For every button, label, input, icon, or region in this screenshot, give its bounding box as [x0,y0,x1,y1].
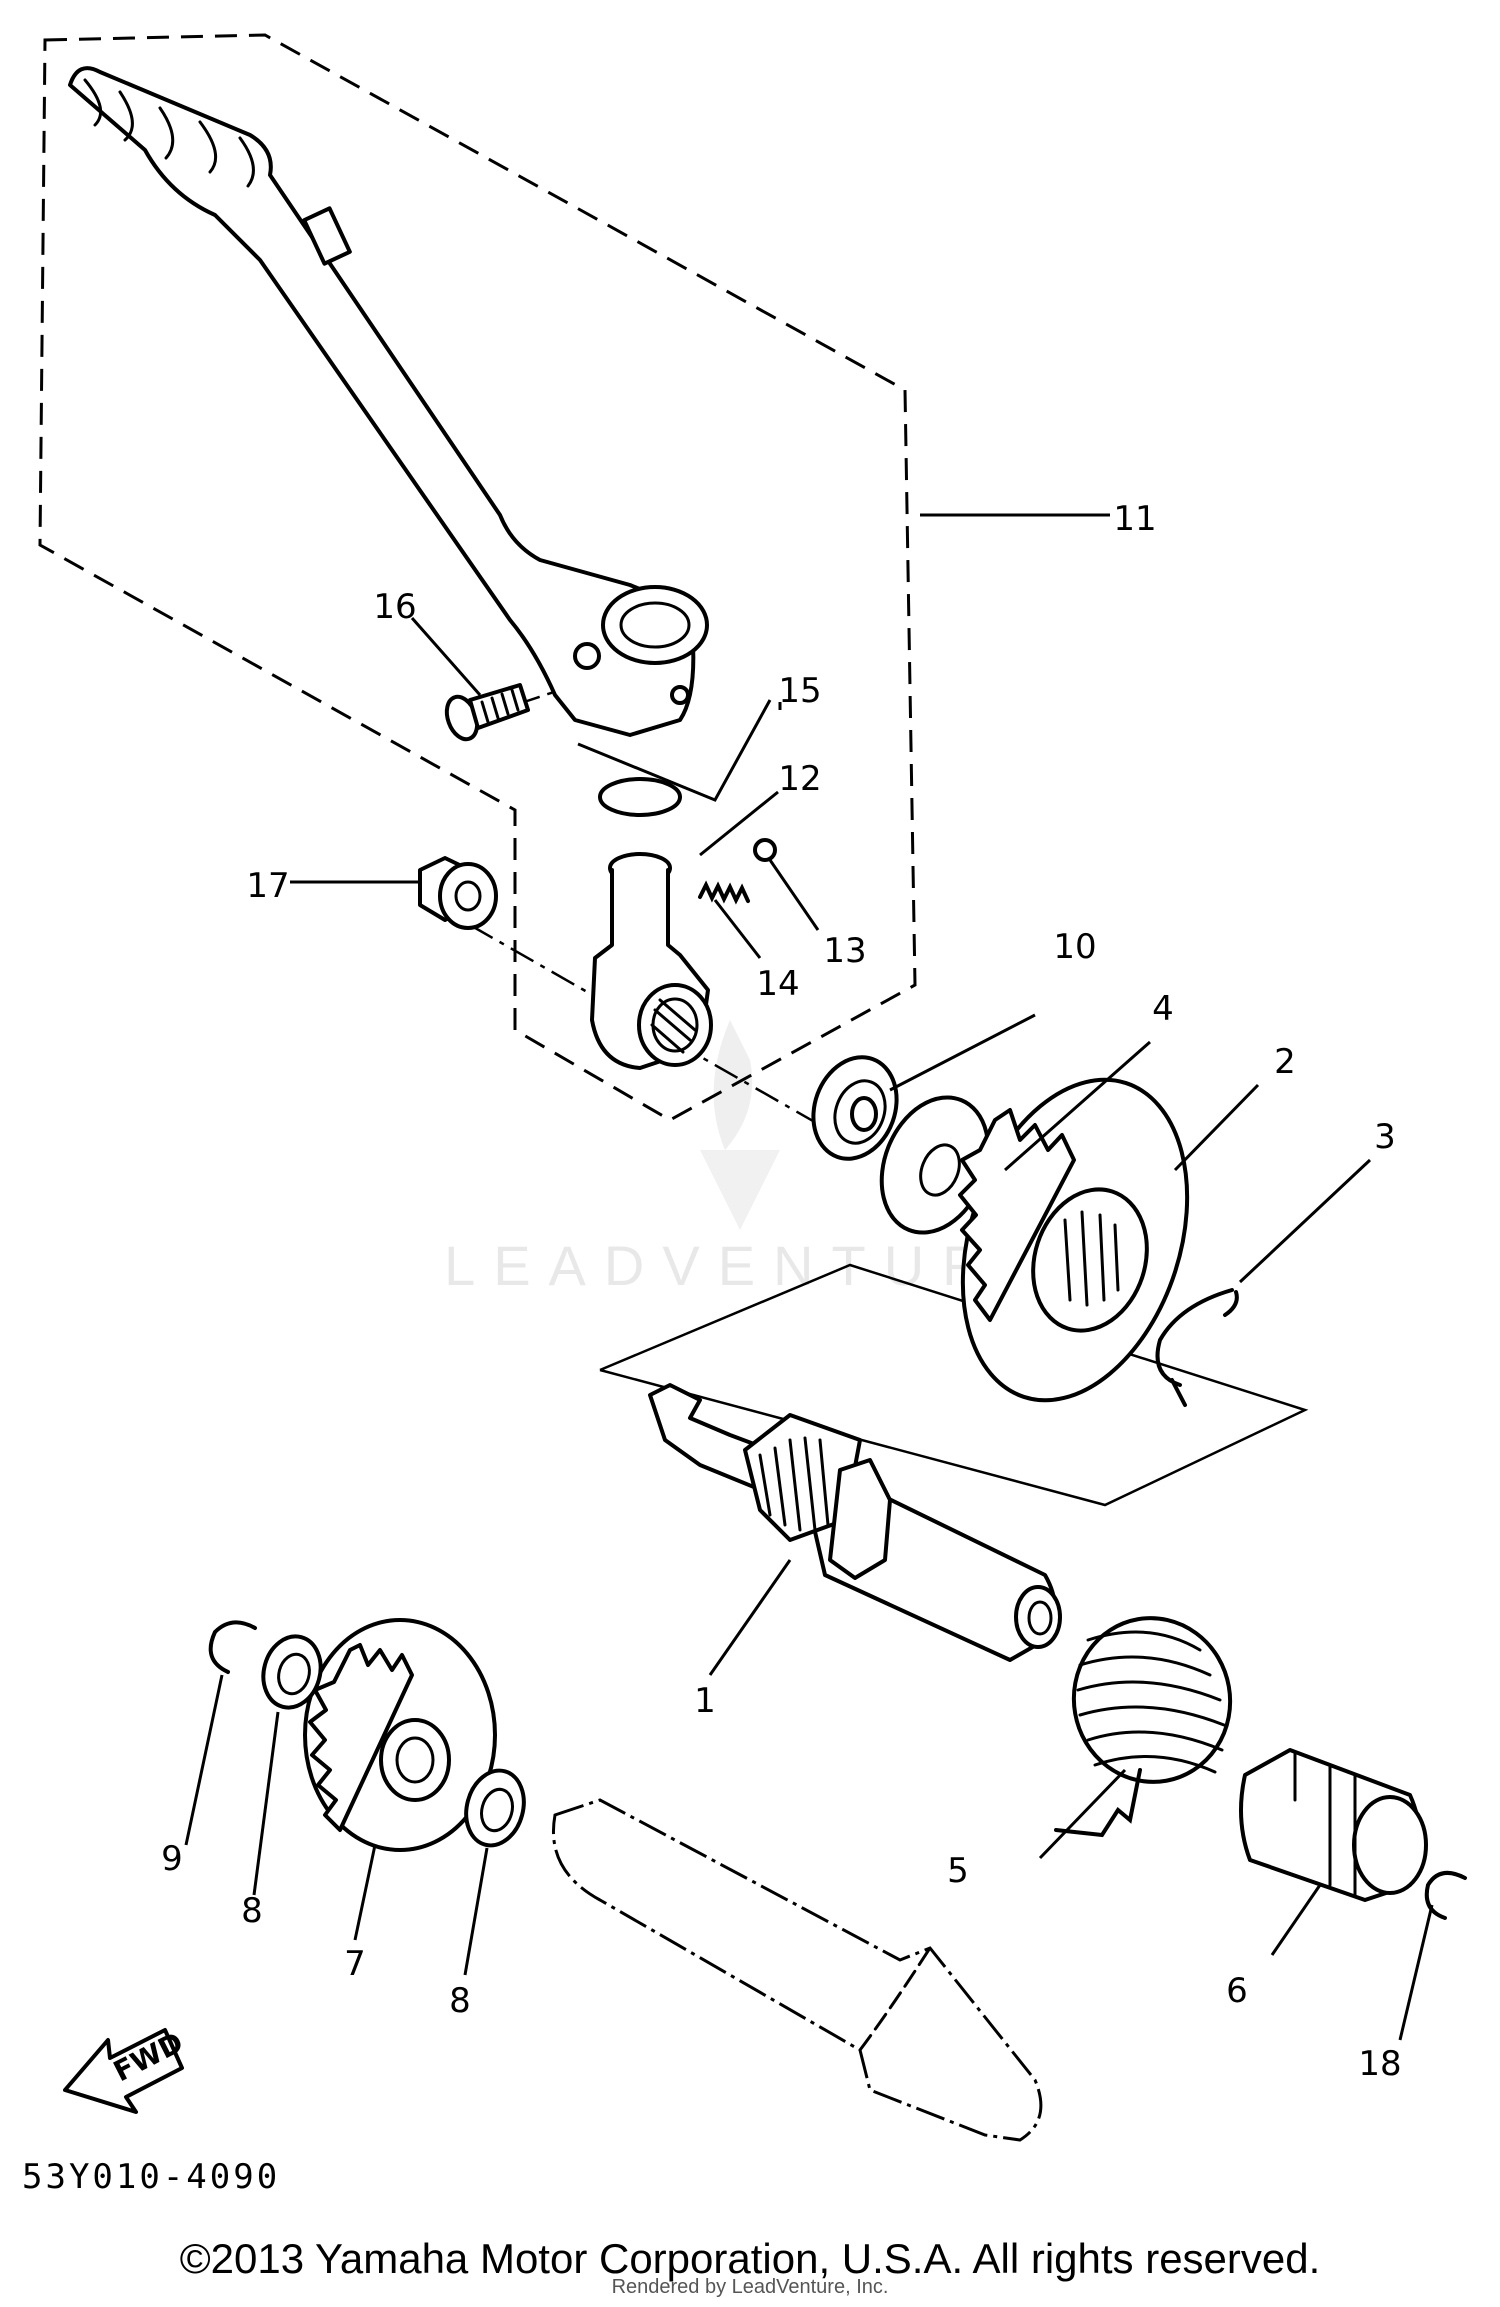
callout-8-right: 8 [449,1981,471,2021]
fwd-arrow-icon: FWD [63,2026,188,2114]
ball-13 [753,838,777,862]
diagram-code: 53Y010-4090 [22,2157,280,2197]
circlip-18 [1424,1870,1467,1920]
kick-boss-12 [590,852,713,1070]
callout-8-left: 8 [241,1891,263,1931]
callout-2: 2 [1274,1042,1296,1082]
circlip-3 [1155,1288,1239,1407]
callout-1: 1 [694,1681,716,1721]
idle-gear-7 [303,1618,497,1852]
copyright-notice: ©2013 Yamaha Motor Corporation, U.S.A. A… [180,2235,1321,2282]
callout-14: 14 [756,964,799,1004]
kick-crank-assembly-outline [38,33,917,1122]
shaft-phantom [552,1798,1043,2142]
watermark-text: LEADVENTURE [444,1234,1056,1297]
callout-3: 3 [1374,1117,1396,1157]
washer-8-right [464,1768,526,1848]
callout-5: 5 [947,1851,969,1891]
shaft-group-outline [599,1263,1309,1507]
callout-16: 16 [373,587,416,627]
spring-14 [698,880,750,905]
callout-17: 17 [246,866,289,906]
watermark-logo: LEADVENTURE [444,1020,1056,1297]
ratchet-gear-2 [958,1077,1190,1403]
guide-6 [1239,1748,1428,1902]
circlip-9 [208,1620,257,1674]
torsion-spring-5 [1054,1616,1233,1838]
callout-11: 11 [1113,499,1156,539]
o-ring-15 [598,777,682,817]
callout-12: 12 [778,759,821,799]
callout-15: 15 [778,671,821,711]
nut-17 [418,856,498,930]
callout-10: 10 [1053,927,1096,967]
callout-4: 4 [1152,989,1174,1029]
rendered-by-notice: Rendered by LeadVenture, Inc. [612,2276,889,2298]
kick-crank-lever [68,66,709,737]
leader-lines [184,513,1434,2041]
kick-shaft-1 [648,1383,1062,1662]
oil-seal-10 [811,1055,899,1161]
callout-7: 7 [344,1944,366,1984]
washer-8-left [261,1634,323,1710]
callout-9: 9 [161,1839,183,1879]
callout-18: 18 [1358,2044,1401,2084]
callout-6: 6 [1226,1971,1248,2011]
callout-13: 13 [823,931,866,971]
bolt-16 [444,683,530,742]
